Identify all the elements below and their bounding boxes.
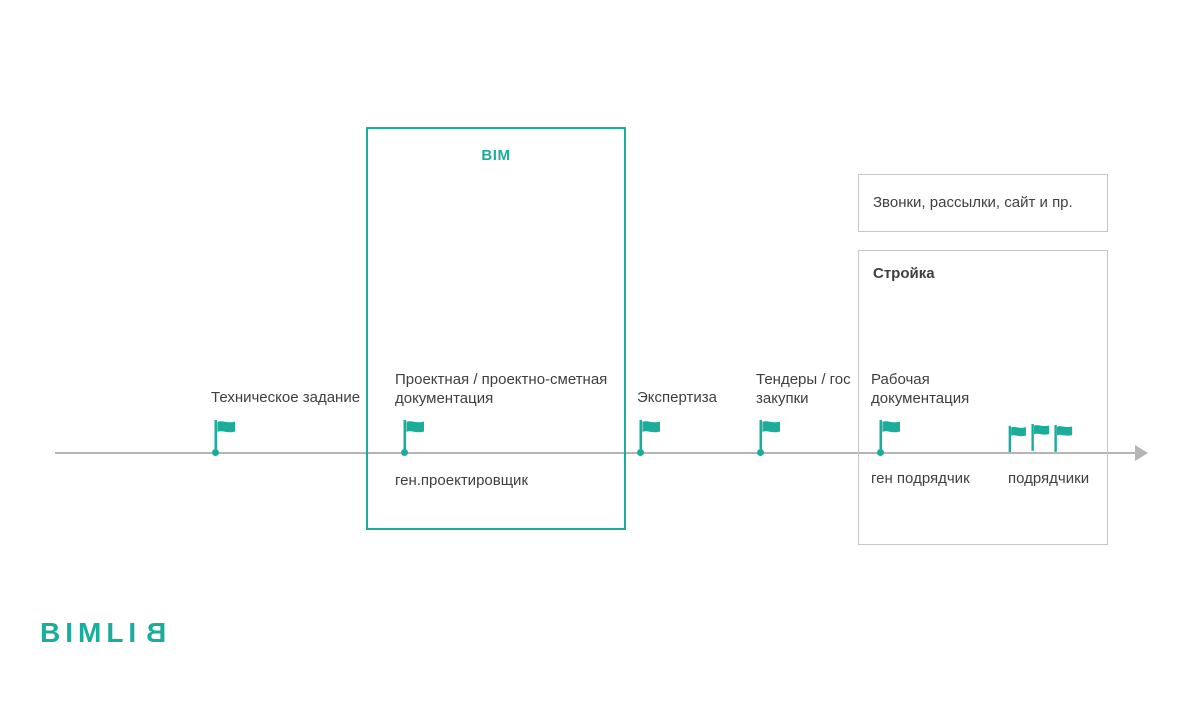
milestone-dot [401,449,408,456]
milestone-label-working-docs: Рабочая документация [871,371,970,407]
sublabel-general-designer: ген.проектировщик [395,472,529,489]
timeline-arrow-icon [1135,445,1148,461]
milestone-dot [637,449,644,456]
flag-icon [759,419,781,451]
logo-text: BIMLI [40,617,142,648]
sublabel-general-contractor: ген подрядчик [871,470,970,487]
flag-icon [1031,422,1050,452]
bim-phase-box: BIM [366,127,626,530]
milestone-label-technical-task: Техническое задание [211,389,361,406]
milestone-dot [877,449,884,456]
bim-box-title: BIM [481,147,511,164]
milestone-label-project-docs: Проектная / проектно-сметная документаци… [395,371,608,407]
flag-icon [214,419,236,451]
construction-phase-box: Стройка [858,250,1108,545]
flag-icon [403,419,425,451]
calls-box-label: Звонки, рассылки, сайт и пр. [873,193,1073,211]
milestone-dot [757,449,764,456]
milestone-label-tenders: Тендеры / гос закупки [756,371,851,407]
calls-info-box: Звонки, рассылки, сайт и пр. [858,174,1108,232]
bimlib-logo: BIMLIB [40,617,166,649]
logo-mirrored-letter: B [141,617,167,648]
flag-icon [1008,425,1027,452]
timeline-line [55,452,1137,454]
construction-box-title: Стройка [873,265,935,282]
flag-icon [1054,424,1073,452]
milestone-label-expertise: Экспертиза [637,389,717,406]
flag-icon [879,419,901,451]
flag-icon [639,419,661,451]
sublabel-contractors: подрядчики [1008,470,1090,487]
milestone-dot [212,449,219,456]
